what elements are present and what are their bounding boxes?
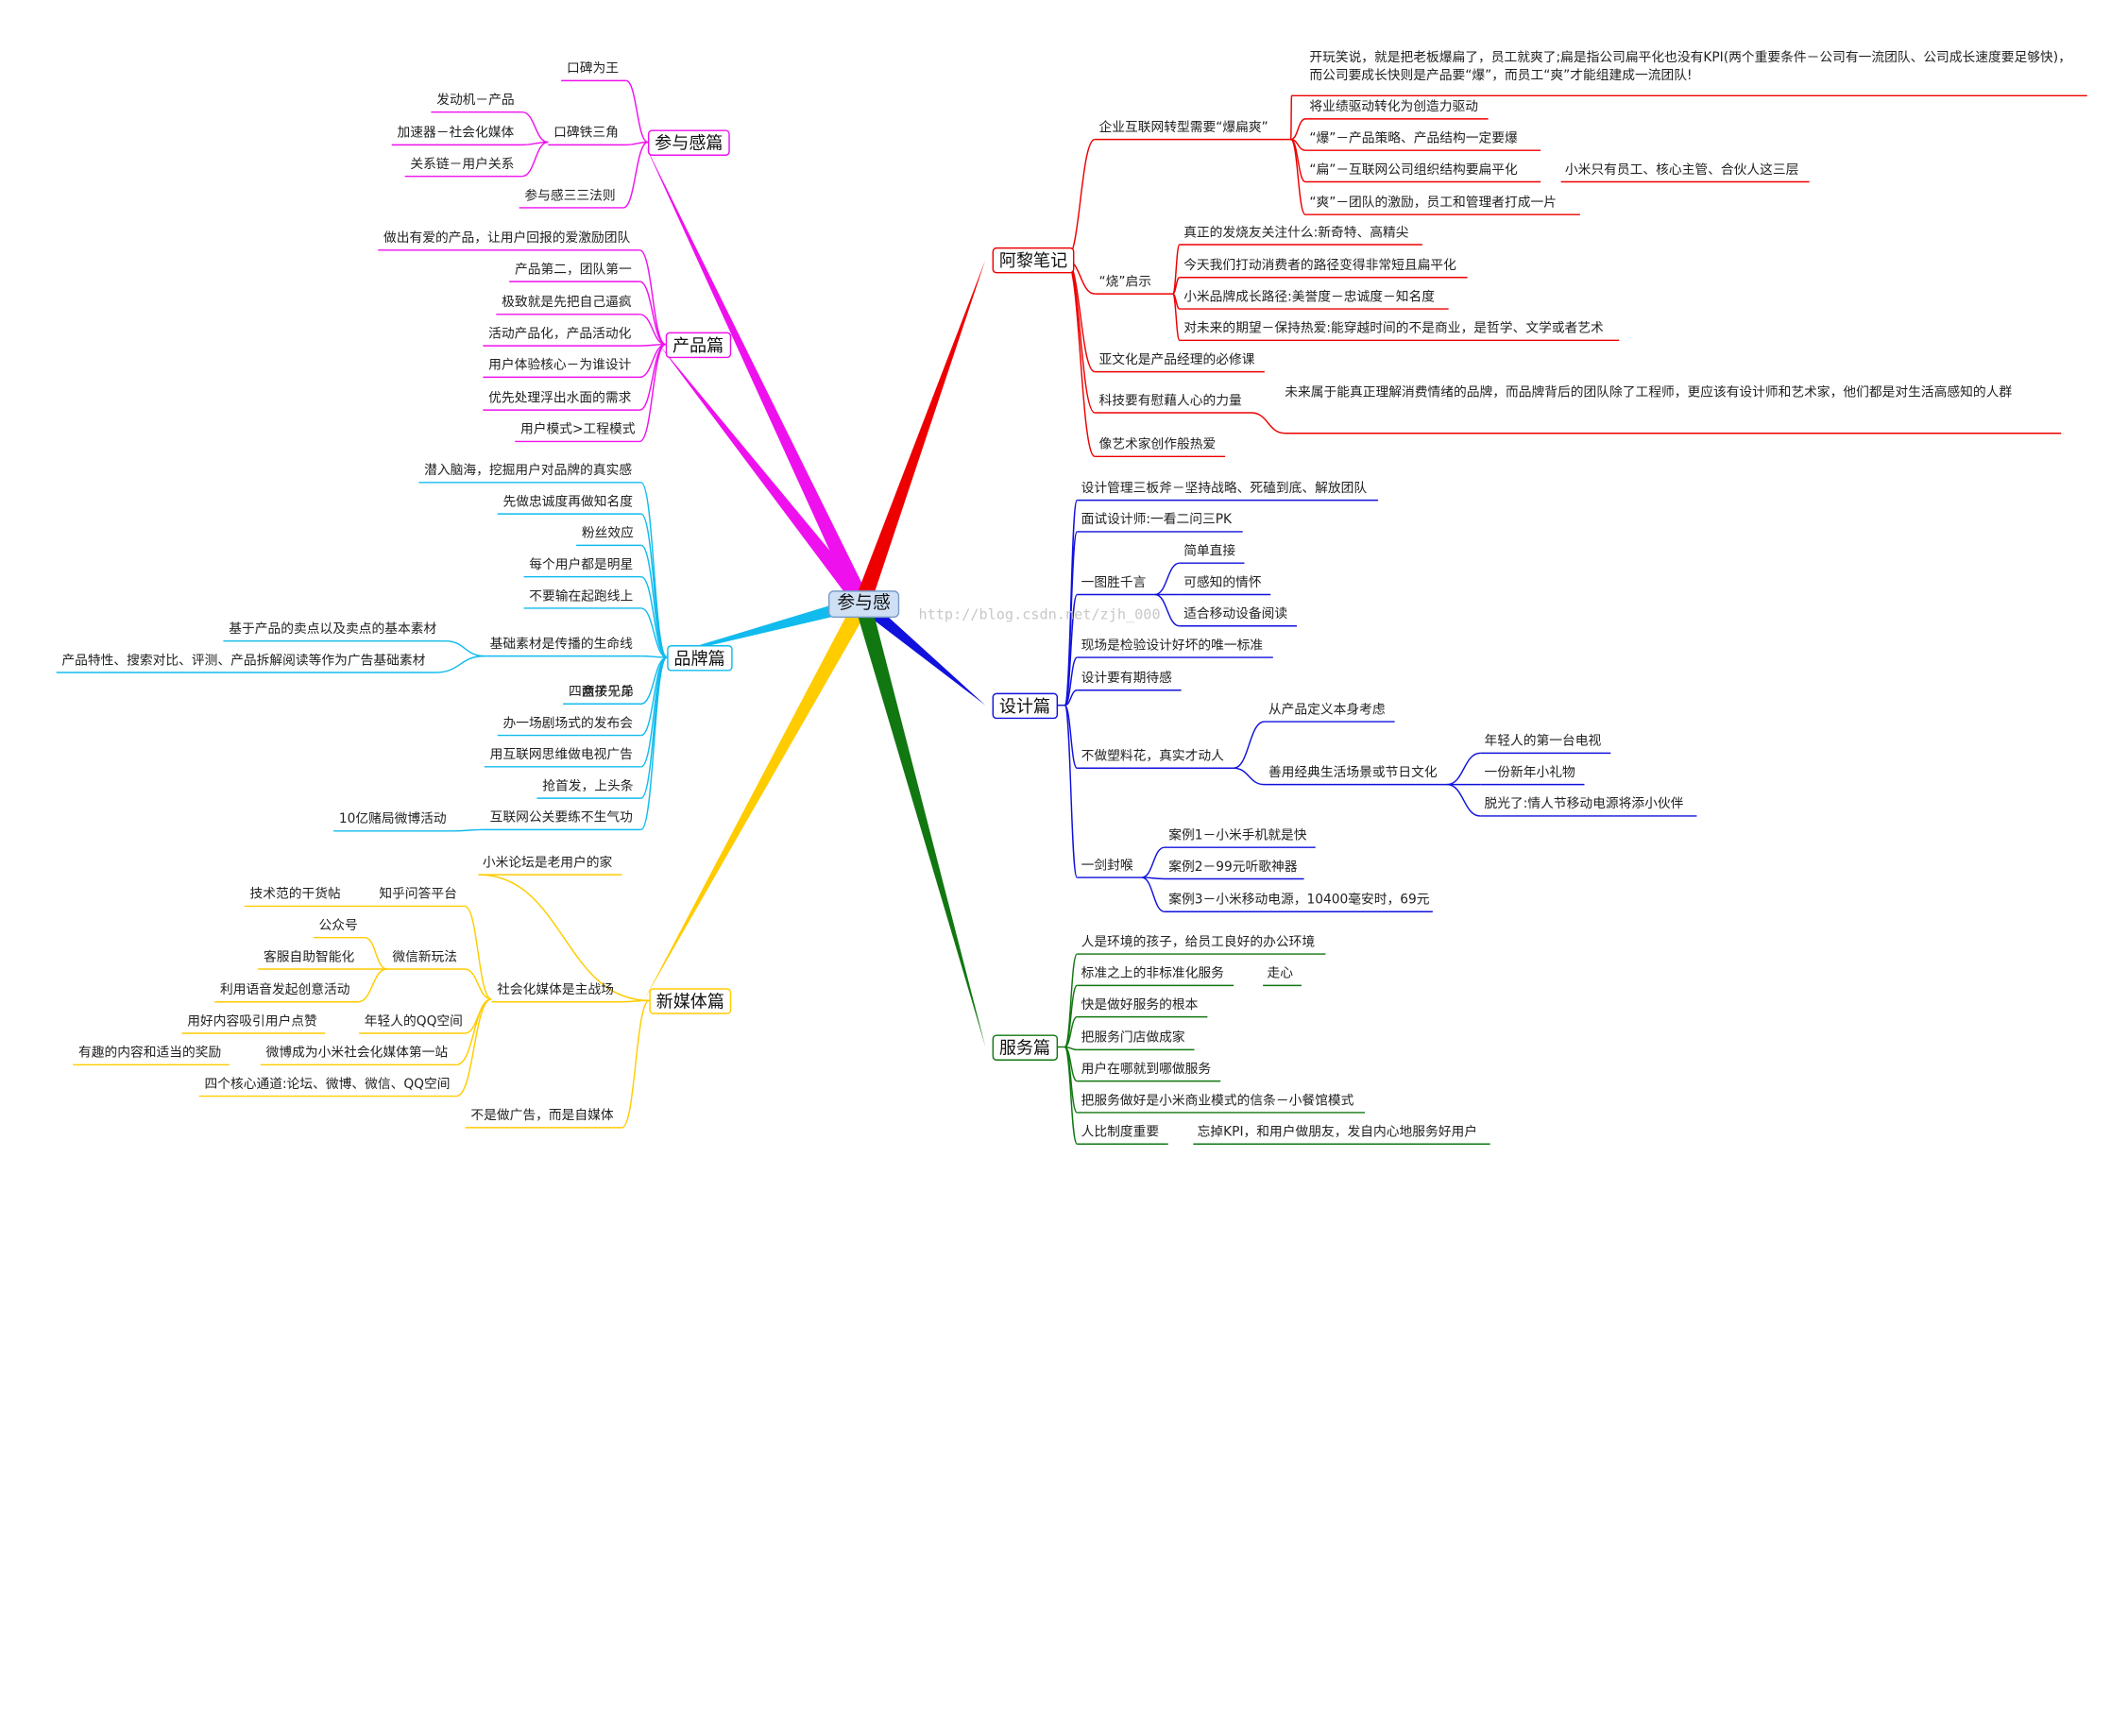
topic-node[interactable]: 今天我们打动消费者的路径变得非常短且扁平化 [1183, 258, 1456, 274]
topic-node[interactable]: 用好内容吸引用户点赞 [187, 1013, 317, 1030]
topic-node[interactable]: 微信新玩法 [392, 949, 458, 965]
topic-node[interactable]: 极致就是先把自己逼疯 [502, 295, 632, 311]
topic-node[interactable]: 简单直接 [1183, 543, 1236, 559]
branch-sj[interactable]: 设计篇 [992, 692, 1058, 720]
topic-node[interactable]: 一剑封喉 [1081, 858, 1133, 874]
topic-node[interactable]: 小米品牌成长路径:美誉度－忠诚度－知名度 [1183, 289, 1436, 305]
topic-node[interactable]: 粉丝效应 [581, 526, 634, 542]
branch-xmt[interactable]: 新媒体篇 [649, 988, 732, 1014]
topic-node[interactable]: 亚文化是产品经理的必修课 [1098, 352, 1255, 368]
topic-node[interactable]: 四两拨千斤 [568, 684, 634, 700]
topic-node[interactable]: 像艺术家创作般热爱 [1098, 437, 1217, 452]
topic-node[interactable]: “爆”－产品策略、产品结构一定要爆 [1309, 130, 1518, 146]
topic-node[interactable]: 小米论坛是老用户的家 [482, 855, 613, 871]
topic-node[interactable]: 设计要有期待感 [1081, 671, 1172, 687]
topic-node[interactable]: 不要输在起跑线上 [529, 588, 634, 604]
topic-node[interactable]: 一图胜千言 [1081, 575, 1147, 591]
topic-node[interactable]: 案例2－99元听歌神器 [1168, 859, 1298, 876]
topic-node[interactable]: 口碑为王 [566, 61, 619, 77]
branch-pp[interactable]: 品牌篇 [667, 645, 732, 672]
topic-node[interactable]: 面试设计师:一看二问三PK [1081, 512, 1233, 528]
topic-node[interactable]: 把服务做好是小米商业模式的信条－小餐馆模式 [1081, 1093, 1354, 1109]
topic-node[interactable]: 企业互联网转型需要“爆扁爽” [1098, 120, 1268, 136]
topic-node[interactable]: 利用语音发起创意活动 [219, 982, 350, 998]
topic-node[interactable]: 客服自助智能化 [263, 949, 355, 965]
topic-node[interactable]: 可感知的情怀 [1183, 575, 1262, 591]
topic-node[interactable]: 对未来的期望－保持热爱:能穿越时间的不是商业，是哲学、文学或者艺术 [1183, 321, 1604, 336]
topic-node[interactable]: 设计管理三板斧－坚持战略、死磕到底、解放团队 [1081, 481, 1368, 497]
topic-node[interactable]: 年轻人的第一台电视 [1484, 734, 1602, 750]
topic-node[interactable]: 忘掉KPI，和用户做朋友，发自内心地服务好用户 [1197, 1124, 1477, 1140]
topic-node[interactable]: 每个用户都是明星 [529, 557, 634, 573]
topic-node[interactable]: 发动机－产品 [436, 93, 515, 109]
topic-node[interactable]: 用互联网思维做电视广告 [489, 747, 633, 763]
topic-node[interactable]: 标准之上的非标准化服务 [1081, 966, 1224, 982]
topic-node[interactable]: 技术范的干货帖 [249, 887, 341, 903]
topic-node[interactable]: 做出有爱的产品，让用户回报的爱激励团队 [383, 230, 631, 247]
topic-node[interactable]: 而公司要成长快则是产品要“爆”，而员工“爽”才能组建成一流团队! [1309, 68, 1693, 84]
topic-node[interactable]: 不做塑料花，真实才动人 [1081, 749, 1224, 764]
topic-node[interactable]: 先做忠诚度再做知名度 [502, 494, 634, 510]
topic-node[interactable]: 加速器－社会化媒体 [397, 126, 515, 142]
topic-node[interactable]: 适合移动设备阅读 [1183, 606, 1288, 622]
topic-node[interactable]: 未来属于能真正理解消费情绪的品牌，而品牌背后的团队除了工程师，更应该有设计师和艺… [1285, 385, 2013, 401]
topic-node[interactable]: 把服务门店做成家 [1081, 1030, 1185, 1047]
root-node[interactable]: 参与感 [827, 590, 900, 619]
topic-node[interactable]: “爽”－团队的激励，员工和管理者打成一片 [1309, 195, 1558, 211]
topic-node[interactable]: 10亿赌局微博活动 [338, 811, 447, 827]
topic-node[interactable]: 年轻人的QQ空间 [364, 1013, 463, 1030]
topic-node[interactable]: 善用经典生活场景或节日文化 [1268, 765, 1438, 781]
topic-node[interactable]: 基础素材是传播的生命线 [489, 637, 633, 653]
connector-lines [56, 79, 2087, 1145]
topic-node[interactable]: 案例1－小米手机就是快 [1168, 827, 1307, 843]
topic-node[interactable]: 人比制度重要 [1081, 1124, 1160, 1140]
topic-node[interactable]: 基于产品的卖点以及卖点的基本素材 [229, 621, 437, 638]
topic-node[interactable]: 潜入脑海，挖掘用户对品牌的真实感 [424, 463, 633, 479]
topic-node[interactable]: 不是做广告，而是自媒体 [470, 1108, 614, 1124]
topic-node[interactable]: “烧”启示 [1098, 274, 1151, 290]
topic-node[interactable]: 参与感三三法则 [524, 188, 616, 204]
topic-node[interactable]: 真正的发烧友关注什么:新奇特、高精尖 [1183, 225, 1409, 241]
topic-node[interactable]: 抢首发，上头条 [542, 778, 634, 794]
topic-node[interactable]: 优先处理浮出水面的需求 [488, 390, 632, 406]
topic-node[interactable]: 走心 [1267, 966, 1293, 982]
topic-node[interactable]: 知乎问答平台 [379, 887, 457, 903]
topic-node[interactable]: 活动产品化，产品活动化 [488, 326, 632, 342]
topic-node[interactable]: 关系链－用户关系 [410, 157, 515, 173]
branch-cp[interactable]: 产品篇 [665, 332, 731, 359]
topic-node[interactable]: 用户在哪就到哪做服务 [1081, 1062, 1212, 1078]
topic-node[interactable]: 用户体验核心－为谁设计 [488, 358, 632, 374]
topic-node[interactable]: 产品特性、搜索对比、评测、产品拆解阅读等作为广告基础素材 [61, 653, 426, 669]
topic-node[interactable]: 公众号 [318, 918, 358, 934]
topic-node[interactable]: 口碑铁三角 [553, 126, 619, 142]
topic-node[interactable]: “扁”－互联网公司组织结构要扁平化 [1309, 162, 1518, 179]
topic-node[interactable]: 一份新年小礼物 [1484, 765, 1575, 781]
topic-node[interactable]: 产品第二，团队第一 [514, 262, 632, 278]
topic-node[interactable]: 将业绩驱动转化为创造力驱动 [1309, 99, 1479, 115]
topic-node[interactable]: 办一场剧场式的发布会 [502, 716, 634, 732]
topic-node[interactable]: 用户模式>工程模式 [520, 422, 636, 438]
topic-node[interactable]: 有趣的内容和适当的奖励 [78, 1046, 222, 1061]
topic-node[interactable]: 科技要有慰藉人心的力量 [1098, 393, 1242, 409]
topic-node[interactable]: 小米只有员工、核心主管、合伙人这三层 [1564, 162, 1799, 179]
topic-node[interactable]: 四个核心通道:论坛、微博、微信、QQ空间 [204, 1077, 451, 1093]
topic-node[interactable]: 开玩笑说，就是把老板爆扁了，员工就爽了;扁是指公司扁平化也没有KPI(两个重要条… [1309, 50, 2071, 66]
watermark: http://blog.csdn.net/zjh_000 [918, 606, 1161, 623]
branch-alj[interactable]: 阿黎笔记 [992, 247, 1075, 274]
topic-node[interactable]: 社会化媒体是主战场 [497, 982, 614, 998]
topic-node[interactable]: 人是环境的孩子，给员工良好的办公环境 [1081, 934, 1316, 950]
topic-node[interactable]: 互联网公关要练不生气功 [489, 810, 633, 826]
topic-node[interactable]: 盒子兄弟 [581, 684, 634, 700]
topic-node[interactable]: 微博成为小米社会化媒体第一站 [265, 1046, 449, 1061]
topic-node[interactable]: 脱光了:情人节移动电源将添小伙伴 [1484, 796, 1684, 812]
topic-node[interactable]: 现场是检验设计好坏的唯一标准 [1081, 638, 1264, 654]
topic-node[interactable]: 案例3－小米移动电源，10400毫安时，69元 [1168, 892, 1430, 908]
topic-node[interactable]: 快是做好服务的根本 [1081, 997, 1199, 1013]
topic-node[interactable]: 从产品定义本身考虑 [1268, 702, 1386, 718]
branch-cyj[interactable]: 参与感篇 [647, 129, 730, 156]
branch-fw[interactable]: 服务篇 [992, 1034, 1058, 1061]
